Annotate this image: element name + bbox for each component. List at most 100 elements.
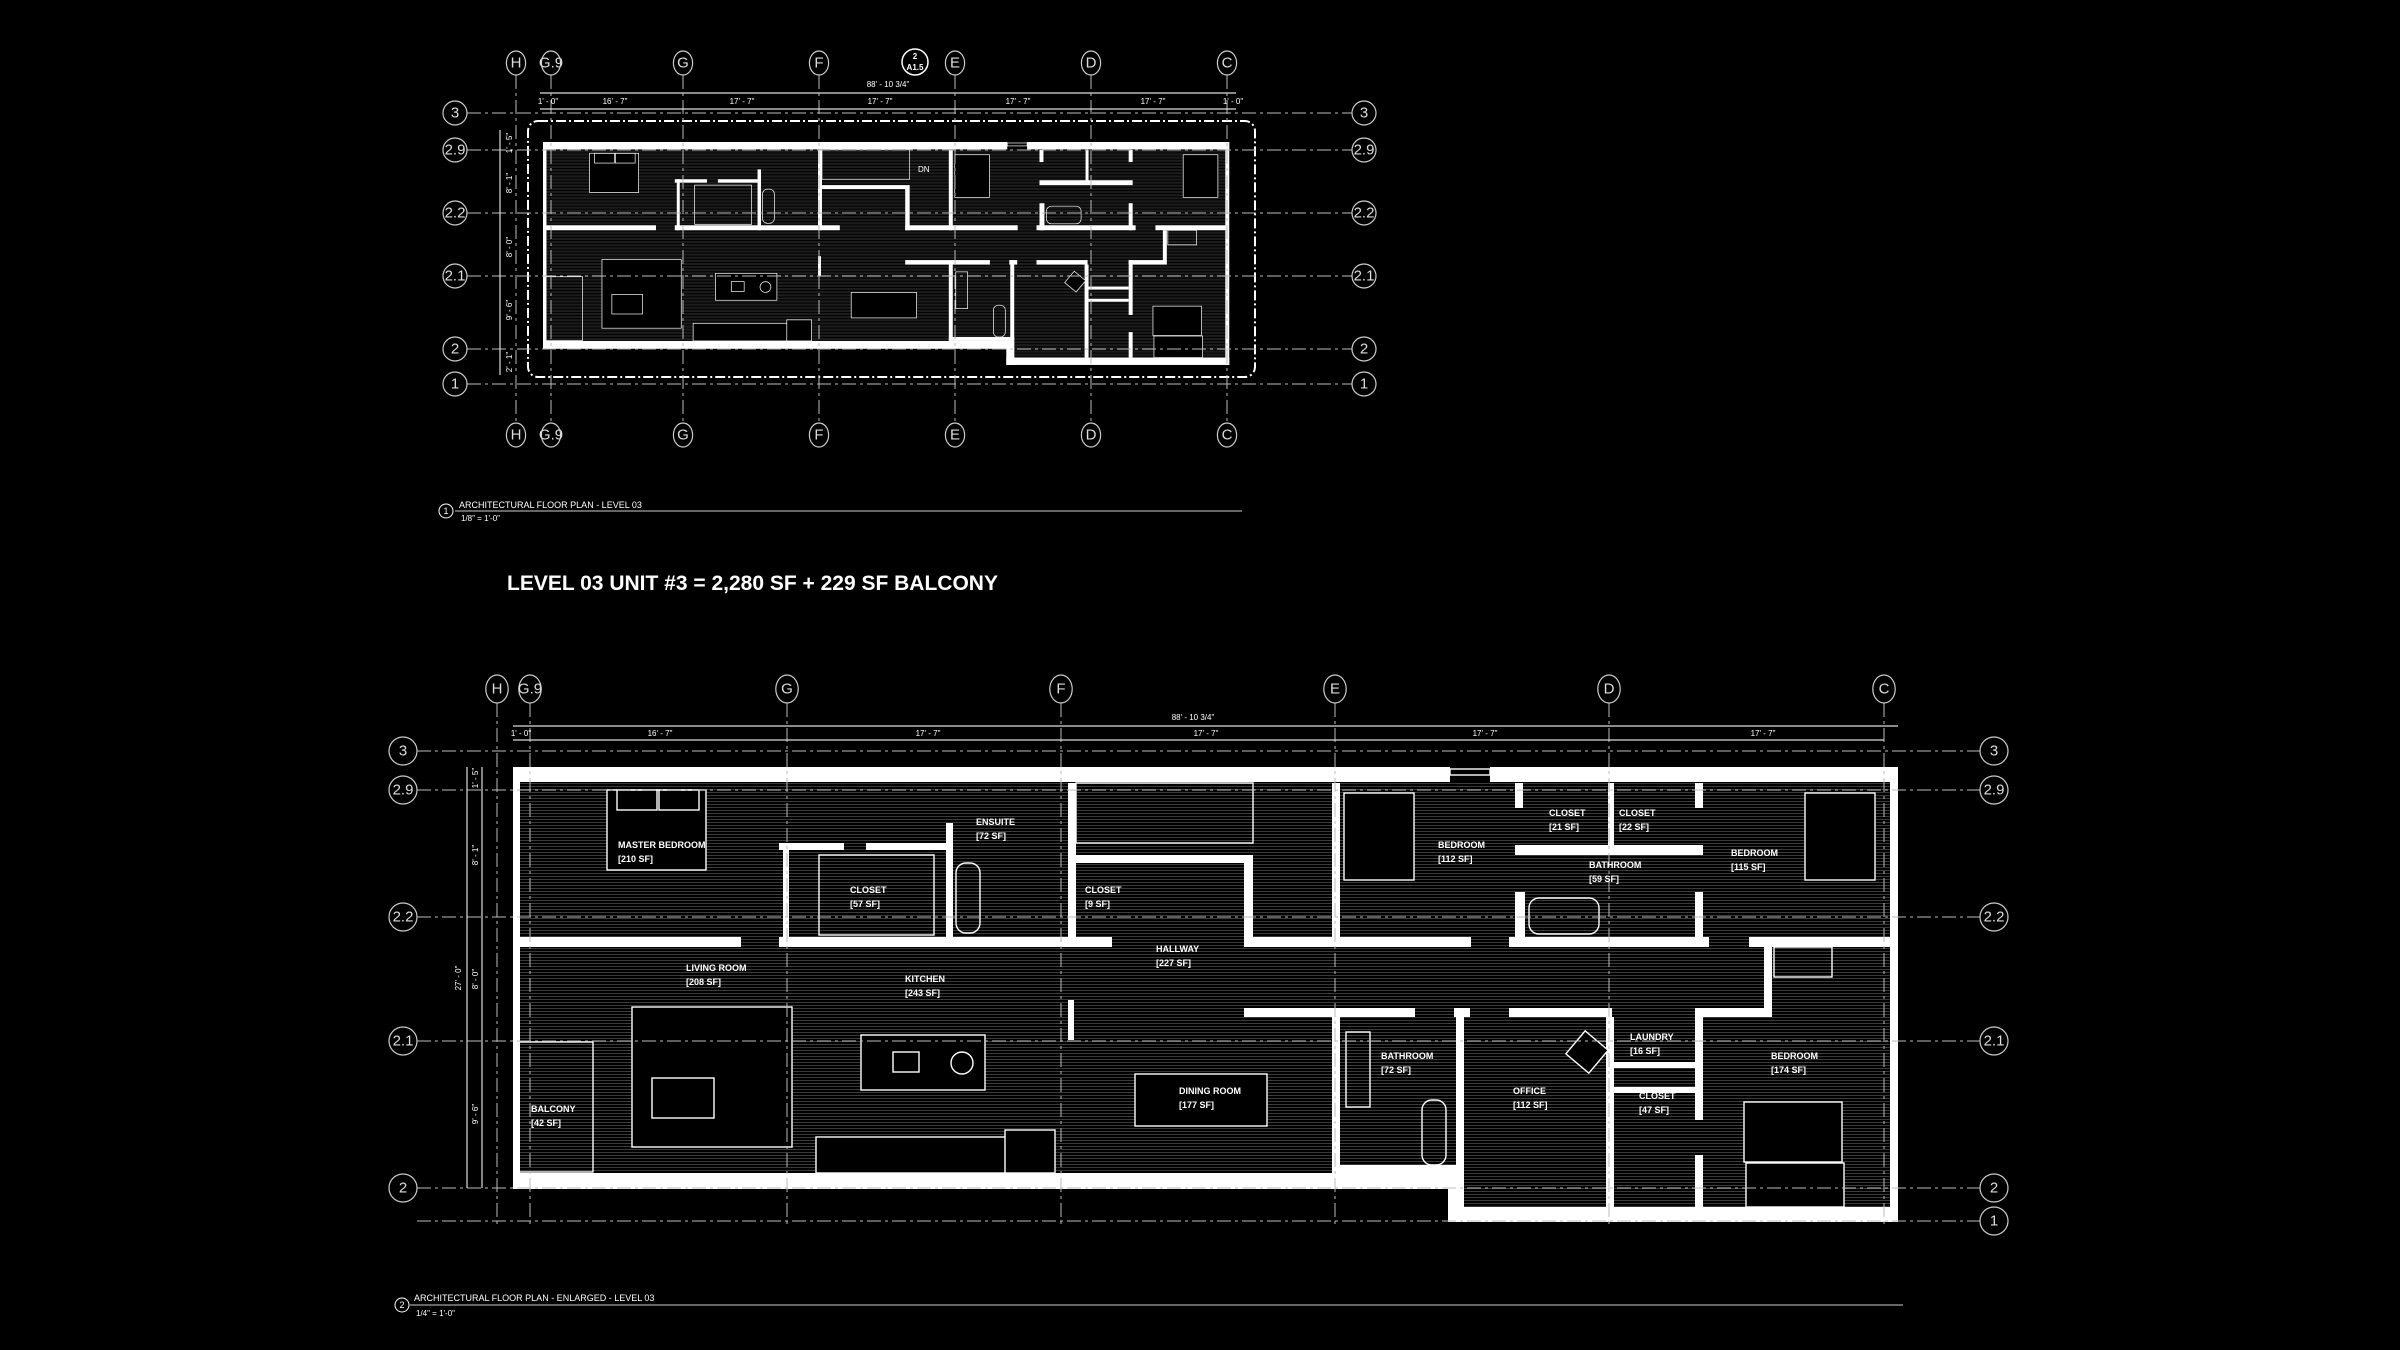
svg-text:C: C (1222, 55, 1233, 72)
grid-bubble-column: C (1872, 674, 1896, 704)
room-area: [21 SF] (1549, 822, 1579, 832)
svg-text:F: F (1056, 681, 1065, 698)
svg-text:F: F (814, 55, 823, 72)
plan-1-title-block: 1 ARCHITECTURAL FLOOR PLAN - LEVEL 03 1/… (438, 500, 1242, 523)
row-dimension: 9' - 6" (505, 300, 514, 321)
room-area: [16 SF] (1630, 1046, 1660, 1056)
room-area: [208 SF] (686, 977, 721, 987)
grid-bubble-row: 3 (388, 736, 418, 766)
room-label: BATHROOM [59 SF] (1589, 860, 1641, 884)
grid-bubble-row: 1 (442, 371, 468, 397)
column-dimension: 16' - 7" (603, 97, 628, 106)
svg-text:C: C (1222, 427, 1233, 444)
grid-bubble-column: G (775, 674, 799, 704)
svg-text:2.2: 2.2 (1354, 205, 1375, 222)
svg-text:2.9: 2.9 (393, 782, 414, 799)
section-tag[interactable]: 2 A1.5 (901, 48, 929, 76)
column-dimension: 17' - 7" (1006, 97, 1031, 106)
grid-bubble-column: H (505, 50, 527, 76)
room-name: BEDROOM (1771, 1051, 1818, 1061)
room-label: DINING ROOM[177 SF] (1179, 1086, 1241, 1110)
room-label: OFFICE[112 SF] (1513, 1086, 1548, 1110)
svg-text:1: 1 (1990, 1213, 1998, 1230)
room-name: LIVING ROOM (686, 963, 747, 973)
column-dimension: 17' - 7" (1751, 729, 1776, 738)
svg-text:2.1: 2.1 (1984, 1033, 2005, 1050)
grid-bubble-column: H (505, 422, 527, 448)
room-area: [57 SF] (850, 899, 880, 909)
room-area: [243 SF] (905, 988, 940, 998)
svg-text:H: H (511, 427, 522, 444)
svg-text:1: 1 (451, 376, 459, 393)
column-dimension: 17' - 7" (1141, 97, 1166, 106)
grid-bubble-column: E (1323, 674, 1347, 704)
room-name: CLOSET (1619, 808, 1656, 818)
room-name: CLOSET (1549, 808, 1586, 818)
room-name: DINING ROOM (1179, 1086, 1241, 1096)
grid-bubble-row: 2.9 (442, 137, 468, 163)
overall-dimension: 88' - 10 3/4" (1172, 713, 1215, 722)
room-label: BEDROOM[115 SF] (1731, 848, 1778, 872)
svg-text:2: 2 (399, 1180, 407, 1197)
grid-bubble-row: 1 (1979, 1206, 2009, 1236)
svg-text:F: F (814, 427, 823, 444)
svg-text:1: 1 (443, 506, 448, 516)
row-dimension: 1' - 5" (471, 768, 480, 789)
column-dimension: 1' - 0" (1223, 97, 1244, 106)
room-area: [210 SF] (618, 854, 653, 864)
row-dimension: 1' - 5" (505, 133, 514, 154)
grid-bubble-row: 2.1 (1351, 263, 1377, 289)
unit-area-heading: LEVEL 03 UNIT #3 = 2,280 SF + 229 SF BAL… (507, 572, 998, 595)
svg-text:C: C (1879, 681, 1890, 698)
room-label: KITCHEN[243 SF] (905, 974, 945, 998)
svg-text:2.9: 2.9 (445, 142, 466, 159)
grid-bubble-column: E (944, 50, 966, 76)
room-name: MASTER BEDROOM (618, 840, 706, 850)
grid-bubble-row: 2.2 (442, 200, 468, 226)
grid-bubble-row: 2 (1351, 336, 1377, 362)
room-area: [112 SF] (1438, 854, 1473, 864)
room-name: CLOSET (850, 885, 887, 895)
grid-bubble-row: 2.9 (1979, 775, 2009, 805)
plan-title: ARCHITECTURAL FLOOR PLAN - LEVEL 03 (459, 500, 642, 510)
column-dimension: 17' - 7" (1194, 729, 1219, 738)
room-name: BATHROOM (1589, 860, 1641, 870)
room-label: CLOSET [21 SF] (1549, 808, 1586, 832)
svg-text:D: D (1086, 427, 1097, 444)
room-area: [59 SF] (1589, 874, 1619, 884)
room-label: BEDROOM[112 SF] (1438, 840, 1485, 864)
svg-text:2.2: 2.2 (393, 909, 414, 926)
room-label: BATHROOM[72 SF] (1381, 1051, 1433, 1075)
svg-text:E: E (950, 55, 960, 72)
grid-bubble-column: G.9 (539, 50, 563, 76)
svg-text:2: 2 (1360, 341, 1368, 358)
overall-row-dimension: 27' - 0" (454, 965, 463, 990)
column-dimension: 17' - 7" (916, 729, 941, 738)
room-name: HALLWAY (1156, 944, 1199, 954)
grid-bubble-column: D (1080, 50, 1102, 76)
grid-bubble-column: D (1597, 674, 1621, 704)
grid-bubble-row: 2 (388, 1173, 418, 1203)
room-label: BALCONY[42 SF] (531, 1104, 576, 1128)
svg-text:2: 2 (1990, 1180, 1998, 1197)
room-area: [72 SF] (1381, 1065, 1411, 1075)
svg-text:G.9: G.9 (539, 55, 563, 72)
room-label: LAUNDRY [16 SF] (1630, 1032, 1674, 1056)
svg-text:1: 1 (1360, 376, 1368, 393)
plan-2-title-block: 2 ARCHITECTURAL FLOOR PLAN - ENLARGED - … (394, 1293, 1903, 1318)
room-name: LAUNDRY (1630, 1032, 1674, 1042)
row-dimension: 8' - 0" (505, 237, 514, 258)
svg-text:G.9: G.9 (518, 681, 542, 698)
column-dimension: 16' - 7" (648, 729, 673, 738)
column-dimension: 1' - 0" (511, 729, 532, 738)
svg-text:3: 3 (399, 743, 407, 760)
room-area: [47 SF] (1639, 1105, 1669, 1115)
row-dimension: 9' - 6" (471, 1104, 480, 1125)
grid-bubble-column: G.9 (518, 674, 542, 704)
svg-text:E: E (950, 427, 960, 444)
row-dimension: 8' - 1" (505, 173, 514, 194)
svg-text:H: H (492, 681, 503, 698)
grid-bubble-row: 2.1 (442, 263, 468, 289)
grid-bubble-row: 2.1 (388, 1026, 418, 1056)
